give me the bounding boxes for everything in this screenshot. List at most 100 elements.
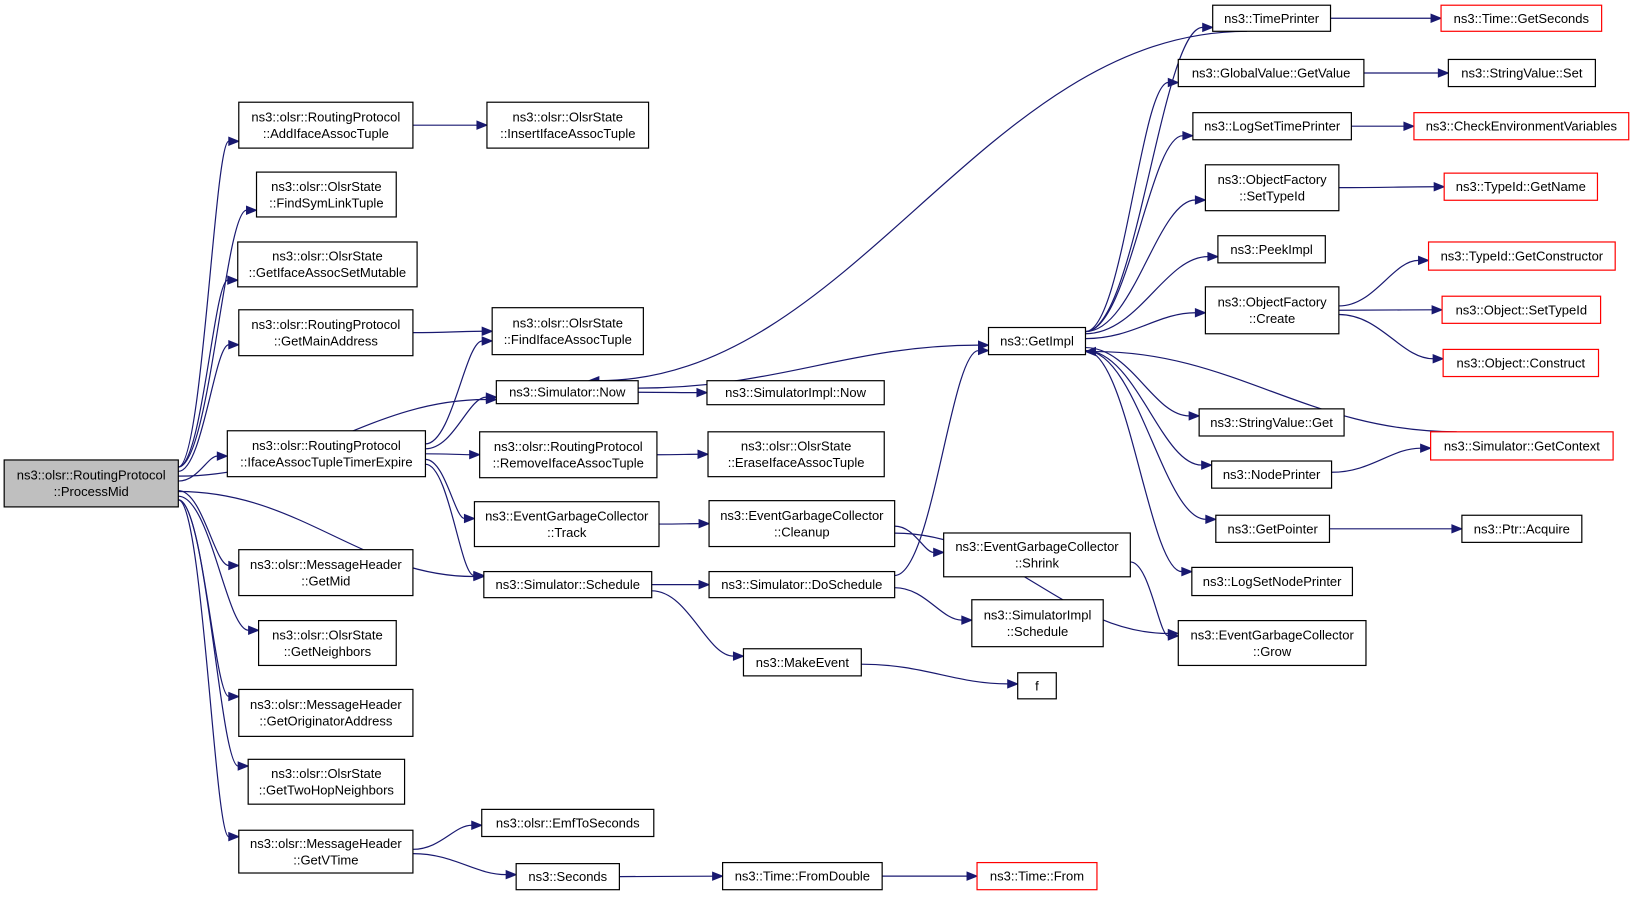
edge-processmid-to-getifaceset <box>178 279 229 468</box>
node-label-line: ns3::Seconds <box>528 869 607 884</box>
node-timeprinter[interactable]: ns3::TimePrinter <box>1212 4 1332 32</box>
node-timefrom[interactable]: ns3::Time::From <box>976 861 1098 891</box>
node-addiface[interactable]: ns3::olsr::RoutingProtocol::AddIfaceAsso… <box>238 101 414 149</box>
node-stringget[interactable]: ns3::StringValue::Get <box>1198 408 1345 437</box>
arrowhead <box>698 518 711 529</box>
node-label-line: ns3::GetPointer <box>1227 521 1318 536</box>
edge-processmid-to-getneighbors <box>178 495 249 631</box>
node-box <box>226 430 427 478</box>
edge-processmid-to-gettwohop <box>178 499 239 767</box>
node-seconds[interactable]: ns3::Seconds <box>515 863 620 891</box>
edge-egccleanup-to-egcshrink <box>894 525 934 553</box>
node-label-line: ns3::SimulatorImpl::Now <box>725 385 866 400</box>
node-ifaceexpire[interactable]: ns3::olsr::RoutingProtocol::IfaceAssocTu… <box>226 430 427 478</box>
node-getifaceset[interactable]: ns3::olsr::OlsrState::GetIfaceAssocSetMu… <box>237 241 418 288</box>
node-label-line: ::Track <box>547 525 587 540</box>
node-removeiface[interactable]: ns3::olsr::RoutingProtocol::RemoveIfaceA… <box>479 431 658 479</box>
arrowhead <box>1403 121 1416 131</box>
arrowhead <box>697 449 710 460</box>
node-logsetnode[interactable]: ns3::LogSetNodePrinter <box>1191 566 1354 597</box>
node-logsettime[interactable]: ns3::LogSetTimePrinter <box>1192 112 1352 141</box>
node-getimpl[interactable]: ns3::GetImpl <box>987 326 1087 356</box>
node-label-line: ::GetTwoHopNeighbors <box>259 782 395 797</box>
node-getorig[interactable]: ns3::olsr::MessageHeader::GetOriginatorA… <box>238 688 414 737</box>
node-simnow[interactable]: ns3::Simulator::Now <box>495 380 639 405</box>
node-peekimpl[interactable]: ns3::PeekImpl <box>1217 235 1326 264</box>
node-getneighbors[interactable]: ns3::olsr::OlsrState::GetNeighbors <box>257 619 397 667</box>
node-label-line: ns3::olsr::MessageHeader <box>250 836 402 851</box>
edge-processmid-to-simschedule <box>178 490 474 578</box>
node-makeevent[interactable]: ns3::MakeEvent <box>742 648 862 677</box>
node-processmid[interactable]: ns3::olsr::RoutingProtocol::ProcessMid <box>3 459 179 508</box>
arrowhead <box>1207 251 1220 262</box>
arrowhead <box>1432 354 1445 364</box>
edge-getvtime-to-emftosec <box>412 824 472 850</box>
node-getvtime[interactable]: ns3::olsr::MessageHeader::GetVTime <box>238 829 414 874</box>
node-box <box>1447 58 1596 88</box>
arrowhead <box>1430 13 1443 23</box>
node-checkenv[interactable]: ns3::CheckEnvironmentVariables <box>1413 112 1630 141</box>
node-getpointer[interactable]: ns3::GetPointer <box>1215 514 1331 543</box>
node-typeidgetname[interactable]: ns3::TypeId::GetName <box>1443 172 1599 201</box>
edge-nodeprinter-to-getcontext <box>1331 447 1421 473</box>
node-label-line: ns3::Ptr::Acquire <box>1474 521 1570 536</box>
node-box <box>483 570 653 599</box>
node-label-line: ns3::olsr::OlsrState <box>512 315 623 330</box>
node-stringset[interactable]: ns3::StringValue::Set <box>1447 58 1596 88</box>
node-egccleanup[interactable]: ns3::EventGarbageCollector::Cleanup <box>708 500 896 548</box>
node-ofcreate[interactable]: ns3::ObjectFactory::Create <box>1204 286 1340 335</box>
node-box <box>1177 619 1367 667</box>
node-getmainaddr[interactable]: ns3::olsr::RoutingProtocol::GetMainAddre… <box>238 309 414 357</box>
edge-getimpl-to-getpointer <box>1085 349 1206 520</box>
node-ofsettypeid[interactable]: ns3::ObjectFactory::SetTypeId <box>1204 164 1340 212</box>
node-simimplnow[interactable]: ns3::SimulatorImpl::Now <box>706 380 885 406</box>
node-label-line: ::RemoveIfaceAssocTuple <box>493 456 644 471</box>
node-globalgetvalue[interactable]: ns3::GlobalValue::GetValue <box>1177 58 1365 88</box>
arrowhead <box>469 449 482 460</box>
node-label-line: ::Schedule <box>1007 624 1068 639</box>
node-simimplschedule[interactable]: ns3::SimulatorImpl::Schedule <box>971 599 1104 648</box>
node-box <box>943 532 1131 578</box>
node-box <box>987 326 1087 356</box>
node-box <box>238 101 414 149</box>
node-getseconds[interactable]: ns3::Time::GetSeconds <box>1440 4 1603 32</box>
node-label-line: ::GetMainAddress <box>274 333 379 348</box>
node-label-line: ns3::olsr::OlsrState <box>272 249 383 264</box>
node-box <box>486 101 650 149</box>
node-simdoschedule[interactable]: ns3::Simulator::DoSchedule <box>708 570 896 599</box>
edge-simnow-to-getimpl <box>638 344 979 389</box>
arrowhead <box>485 392 498 402</box>
node-box <box>491 307 644 356</box>
arrowhead <box>228 831 241 842</box>
node-getconstructor[interactable]: ns3::TypeId::GetConstructor <box>1427 241 1616 271</box>
node-box <box>1204 164 1340 212</box>
node-emftosec[interactable]: ns3::olsr::EmfToSeconds <box>481 808 655 838</box>
node-label-line: ns3::EventGarbageCollector <box>485 508 649 523</box>
node-fromdouble[interactable]: ns3::Time::FromDouble <box>722 861 883 891</box>
node-label-line: ::InsertIfaceAssocTuple <box>500 126 635 141</box>
node-simschedule[interactable]: ns3::Simulator::Schedule <box>483 570 653 599</box>
edge-ifaceexpire-to-simschedule <box>425 463 475 577</box>
node-objconstruct[interactable]: ns3::Object::Construct <box>1442 348 1600 378</box>
edge-simdoschedule-to-getimpl <box>894 349 979 577</box>
arrowhead <box>1418 255 1430 266</box>
node-gettwohop[interactable]: ns3::olsr::OlsrState::GetTwoHopNeighbors <box>247 758 406 805</box>
node-egcshrink[interactable]: ns3::EventGarbageCollector::Shrink <box>943 532 1131 578</box>
node-eraseiface[interactable]: ns3::olsr::OlsrState::EraseIfaceAssocTup… <box>707 431 885 478</box>
node-f[interactable]: f <box>1017 672 1057 700</box>
node-ptracquire[interactable]: ns3::Ptr::Acquire <box>1461 514 1583 543</box>
arrowhead <box>476 120 489 130</box>
node-insertiface[interactable]: ns3::olsr::OlsrState::InsertIfaceAssocTu… <box>486 101 650 149</box>
edge-processmid-to-ifaceexpire <box>178 455 218 482</box>
node-getmid[interactable]: ns3::olsr::MessageHeader::GetMid <box>238 549 414 597</box>
node-getcontext[interactable]: ns3::Simulator::GetContext <box>1430 431 1614 461</box>
node-findsymlink[interactable]: ns3::olsr::OlsrState::FindSymLinkTuple <box>255 171 397 218</box>
node-label-line: ::SetTypeId <box>1239 188 1305 203</box>
node-findiface[interactable]: ns3::olsr::OlsrState::FindIfaceAssocTupl… <box>491 307 644 356</box>
node-label-line: ::FindIfaceAssocTuple <box>504 332 632 347</box>
node-objsettypeid[interactable]: ns3::Object::SetTypeId <box>1441 295 1602 324</box>
node-egctrack[interactable]: ns3::EventGarbageCollector::Track <box>473 501 660 548</box>
node-nodeprinter[interactable]: ns3::NodePrinter <box>1211 460 1333 489</box>
arrowhead <box>712 871 724 881</box>
node-egcgrow[interactable]: ns3::EventGarbageCollector::Grow <box>1177 619 1367 667</box>
